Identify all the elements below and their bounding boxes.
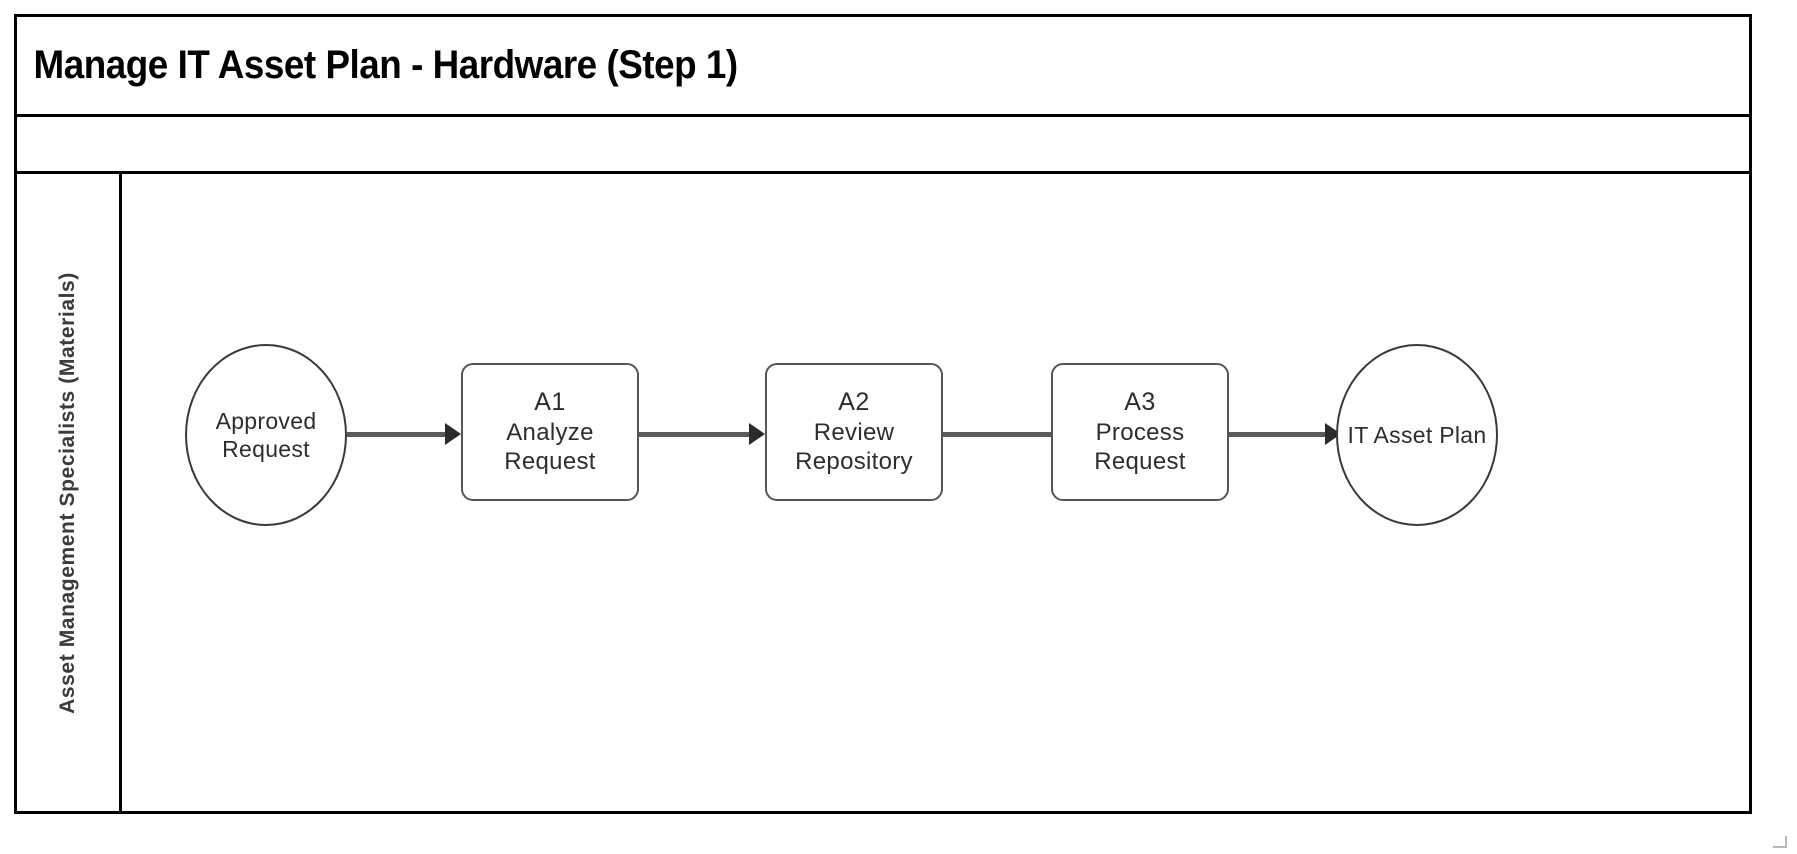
node-it-asset-plan-line-1: IT Asset Plan — [1347, 421, 1487, 448]
node-a3-line-1: Process — [1095, 418, 1185, 446]
lane-header-label: Asset Management Specialists (Materials) — [56, 271, 80, 714]
diagram-title: Manage IT Asset Plan - Hardware (Step 1) — [33, 43, 739, 87]
lane-row: Asset Management Specialists (Materials)… — [17, 174, 1749, 811]
node-approved-request-line-1: Approved — [215, 407, 317, 434]
arrow-head-approved-request-to-a1 — [445, 423, 461, 445]
node-a3-process-request[interactable]: A3 Process Request — [1051, 363, 1229, 501]
node-approved-request-line-2: Request — [222, 436, 310, 462]
node-a2-line-1: Review — [813, 418, 895, 446]
node-a3-line-2: Request — [1094, 448, 1186, 476]
node-a3-id: A3 — [1124, 388, 1156, 417]
node-a1-analyze-request[interactable]: A1 Analyze Request — [461, 363, 639, 501]
connector-a3-to-it-asset-plan — [1229, 432, 1327, 437]
node-a2-id: A2 — [838, 388, 870, 417]
corner-resize-mark — [1773, 836, 1787, 848]
node-a1-line-2: Request — [504, 448, 596, 476]
header-band — [17, 117, 1749, 174]
title-band: Manage IT Asset Plan - Hardware (Step 1) — [17, 17, 1749, 117]
node-a1-line-1: Analyze — [506, 418, 594, 446]
node-approved-request[interactable]: Approved Request — [185, 344, 347, 526]
node-a1-id: A1 — [534, 388, 566, 417]
lane-area: Asset Management Specialists (Materials)… — [17, 174, 1749, 811]
diagram-frame: Manage IT Asset Plan - Hardware (Step 1)… — [14, 14, 1752, 814]
arrow-head-a1-to-a2 — [749, 423, 765, 445]
node-a2-review-repository[interactable]: A2 Review Repository — [765, 363, 943, 501]
node-it-asset-plan[interactable]: IT Asset Plan — [1336, 344, 1498, 526]
node-a2-line-2: Repository — [795, 448, 913, 476]
lane-header: Asset Management Specialists (Materials) — [17, 174, 122, 811]
connector-approved-request-to-a1 — [347, 432, 447, 437]
connector-a2-to-a3 — [943, 432, 1053, 437]
flow-canvas: Approved Request A1 Analyze Request — [122, 174, 1749, 811]
lane-body: Approved Request A1 Analyze Request — [122, 174, 1749, 811]
connector-a1-to-a2 — [639, 432, 751, 437]
